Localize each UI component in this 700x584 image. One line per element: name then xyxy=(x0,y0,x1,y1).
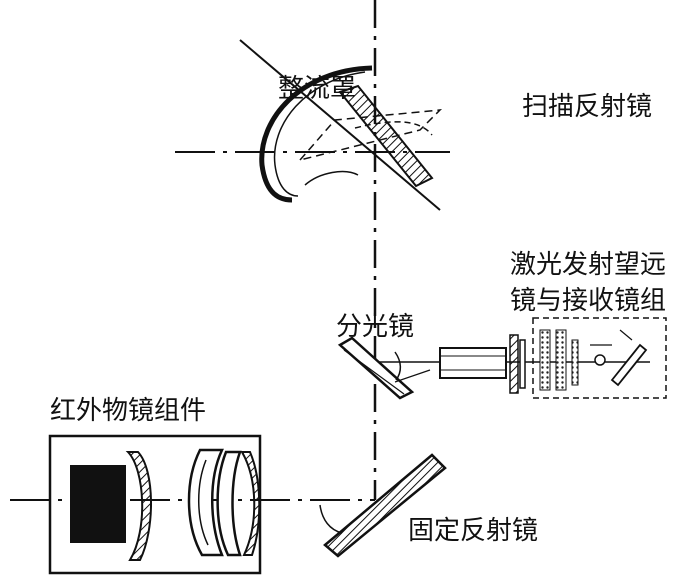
laser-lens-stack xyxy=(509,334,526,394)
fairing-dome xyxy=(259,65,373,203)
ir-detector-block xyxy=(70,465,126,543)
receiver-optics xyxy=(539,329,648,391)
scan-mirror-plate xyxy=(338,84,434,188)
fixed-mirror-plate xyxy=(323,453,447,558)
laser-receiver-box xyxy=(532,317,667,399)
label-ir-objective: 红外物镜组件 xyxy=(50,396,207,426)
scan-diagonal-line xyxy=(239,39,441,211)
label-laser-telescope-line1: 激光发射望远 xyxy=(510,250,667,280)
label-beam-splitter: 分光镜 xyxy=(336,312,415,342)
label-scan-mirror: 扫描反射镜 xyxy=(522,92,653,122)
beam-splitter-plate xyxy=(337,336,415,400)
label-fairing: 整流罩 xyxy=(278,74,357,104)
laser-tube xyxy=(439,347,507,379)
ir-lens-1 xyxy=(125,451,152,561)
label-fixed-mirror: 固定反射镜 xyxy=(408,516,539,546)
ir-lens-group xyxy=(187,448,261,557)
scan-mirror-rotated-outline xyxy=(297,109,443,162)
label-laser-telescope-line2: 镜与接收镜组 xyxy=(510,286,667,316)
